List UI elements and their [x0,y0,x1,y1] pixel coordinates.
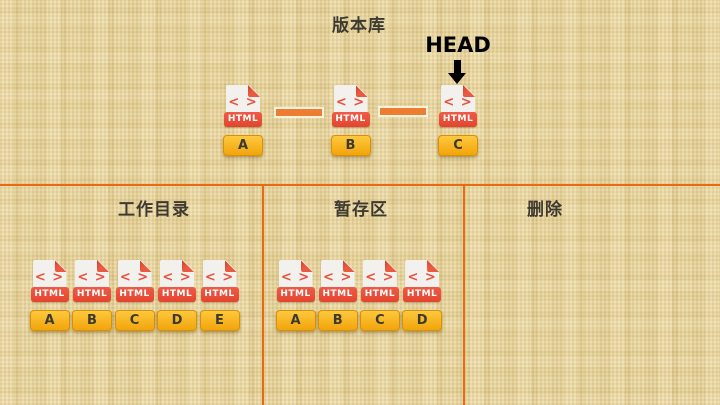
file-label-badge: A [275,310,316,331]
arrow-down-icon [448,60,466,84]
file-label-badge: B [317,310,358,331]
page-fold-icon [427,260,440,272]
file-item: < > HTML C [114,260,155,331]
file-item: < > HTML A [223,85,263,156]
code-brackets-icon: < > [335,95,366,110]
html-file-icon: < > HTML [158,260,196,302]
file-type-banner: HTML [73,287,111,302]
file-item: < > HTML A [275,260,316,331]
deleted-section-title: 删除 [527,200,563,220]
html-file-icon: < > HTML [30,260,69,302]
code-brackets-icon: < > [280,270,311,285]
file-type-banner: HTML [200,287,239,302]
code-brackets-icon: < > [119,270,150,285]
head-label: HEAD [425,33,491,57]
page-fold-icon [342,260,355,272]
code-brackets-icon: < > [228,95,258,110]
code-brackets-icon: < > [162,270,192,285]
file-item: < > HTML B [72,260,112,331]
html-file-icon: < > HTML [439,85,477,127]
commit-connector-line [274,107,324,118]
code-brackets-icon: < > [365,270,395,285]
file-item: < > HTML B [330,85,371,156]
arrow-shaft [453,60,461,73]
file-item: < > HTML C [359,260,400,331]
file-type-banner: HTML [403,287,442,302]
file-type-banner: HTML [318,287,357,302]
file-item: < > HTML D [157,260,197,331]
html-file-icon: < > HTML [224,85,262,127]
file-item: < > HTML E [199,260,240,331]
section-divider-vertical [262,184,264,405]
file-item: < > HTML D [402,260,443,331]
code-brackets-icon: < > [323,270,353,285]
file-type-banner: HTML [30,287,69,302]
page-fold-icon [384,260,397,272]
file-label-badge: B [72,310,112,331]
section-divider-horizontal [0,184,720,186]
working-directory-title: 工作目录 [118,200,190,220]
html-file-icon: < > HTML [331,85,370,127]
html-file-icon: < > HTML [115,260,154,302]
code-brackets-icon: < > [443,95,473,110]
html-file-icon: < > HTML [360,260,399,302]
file-type-banner: HTML [331,112,370,127]
html-file-icon: < > HTML [403,260,442,302]
file-type-banner: HTML [158,287,196,302]
section-divider-vertical [463,184,465,405]
file-label-badge: C [359,310,400,331]
file-label-badge: C [438,135,478,156]
file-type-banner: HTML [439,112,477,127]
code-brackets-icon: < > [204,270,235,285]
repository-title: 版本库 [332,16,386,36]
file-label-badge: D [402,310,443,331]
file-item: < > HTML B [317,260,358,331]
page-fold-icon [300,260,313,272]
code-brackets-icon: < > [407,270,437,285]
arrow-tip [448,73,466,84]
file-label-badge: A [223,135,263,156]
code-brackets-icon: < > [77,270,107,285]
file-type-banner: HTML [360,287,399,302]
file-label-badge: B [330,135,371,156]
html-file-icon: < > HTML [73,260,111,302]
html-file-icon: < > HTML [200,260,239,302]
html-file-icon: < > HTML [318,260,357,302]
file-label-badge: A [29,310,70,331]
file-type-banner: HTML [224,112,262,127]
file-label-badge: D [157,310,197,331]
html-file-icon: < > HTML [276,260,315,302]
file-type-banner: HTML [115,287,154,302]
file-item: < > HTML A [29,260,70,331]
code-brackets-icon: < > [34,270,65,285]
file-label-badge: E [199,310,240,331]
file-label-badge: C [114,310,155,331]
commit-connector-line [378,106,428,117]
file-item: < > HTML C [438,85,478,156]
staging-area-title: 暂存区 [334,200,388,220]
file-type-banner: HTML [276,287,315,302]
